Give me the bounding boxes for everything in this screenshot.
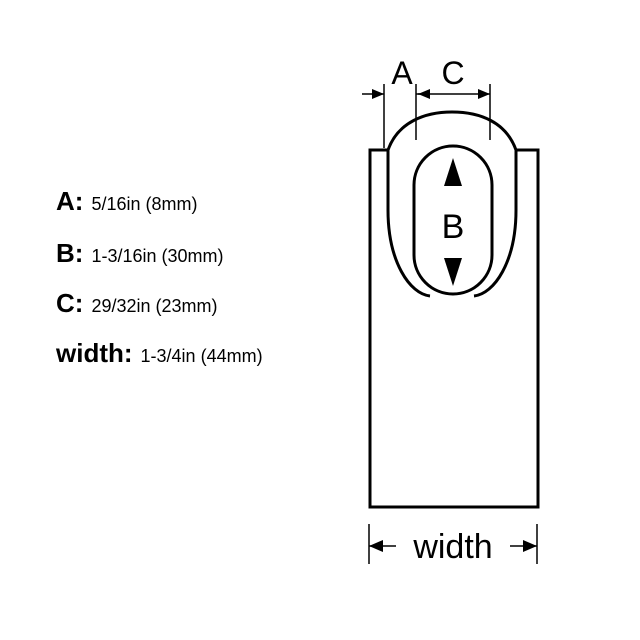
spec-value-b: 1-3/16in (30mm) [91, 246, 224, 266]
spec-value-width: 1-3/4in (44mm) [140, 346, 263, 366]
shackle-opening [412, 144, 494, 296]
spec-row-c: C: 29/32in (23mm) [56, 288, 218, 319]
dim-a-arrow [372, 89, 384, 99]
dim-c-label: C [441, 55, 464, 91]
shackle-outer [386, 110, 518, 151]
spec-key-b: B: [56, 238, 84, 268]
dim-b-label: B [442, 208, 465, 246]
spec-key-width: width: [56, 338, 133, 368]
dim-a-label: A [391, 55, 413, 91]
dim-width-arrow-right [523, 540, 537, 552]
dim-width-arrow-left [369, 540, 383, 552]
spec-row-b: B: 1-3/16in (30mm) [56, 238, 223, 269]
spec-row-a: A: 5/16in (8mm) [56, 186, 197, 217]
dim-b-arrow-up [444, 158, 462, 186]
spec-row-width: width: 1-3/4in (44mm) [56, 338, 263, 369]
dim-c-arrow-right [478, 89, 490, 99]
shackle-left-leg [386, 150, 431, 298]
padlock-body [368, 148, 540, 509]
spec-value-a: 5/16in (8mm) [91, 194, 198, 214]
dim-b-arrow-down [444, 258, 462, 286]
spec-value-c: 29/32in (23mm) [91, 296, 218, 316]
dim-c-arrow-left [418, 89, 430, 99]
spec-key-a: A: [56, 186, 84, 216]
spec-key-c: C: [56, 288, 84, 318]
shackle-right-leg [473, 150, 518, 298]
dim-width-label: width [412, 528, 492, 566]
